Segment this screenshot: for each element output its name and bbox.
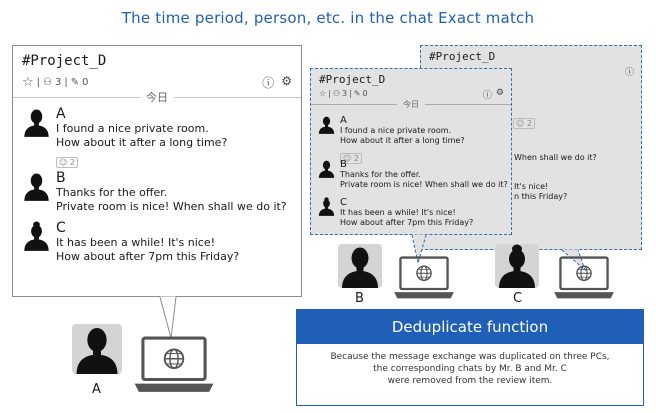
date-divider: 今日 bbox=[13, 89, 301, 106]
dedupe-title: Deduplicate function bbox=[297, 310, 643, 344]
person-b-tile bbox=[338, 244, 382, 288]
reaction-badge: ☺ 2 bbox=[513, 118, 535, 129]
chat-tools: ⓘ bbox=[625, 65, 634, 78]
message-c: C It has been a while! It's nice! How ab… bbox=[318, 197, 473, 228]
chat-c-fragment-2: It's nice! bbox=[514, 182, 549, 191]
members-icon: ⚇ bbox=[332, 89, 341, 98]
dedupe-body: Because the message exchange was duplica… bbox=[330, 352, 610, 386]
dedupe-card: Deduplicate function Because the message… bbox=[296, 309, 644, 406]
chat-title: #Project_D bbox=[22, 53, 107, 69]
info-icon[interactable]: ⓘ bbox=[262, 76, 275, 90]
chat-c-fragment-3: n this Friday? bbox=[514, 192, 568, 201]
chat-panel-a: #Project_D ☆| ⚇3| ✎0 ⓘ ⚙ 今日 A I found a … bbox=[12, 45, 302, 297]
pin-icon: ✎ bbox=[353, 89, 361, 98]
chat-meta: ☆| ⚇3| ✎0 bbox=[319, 89, 368, 98]
star-icon[interactable]: ☆ bbox=[319, 89, 327, 98]
person-icon bbox=[338, 244, 382, 288]
message-b: B Thanks for the offer. Private room is … bbox=[23, 171, 287, 214]
smile-icon: ☺ bbox=[59, 158, 68, 167]
reaction-badge: ☺ 2 bbox=[56, 157, 78, 168]
person-c-tile bbox=[495, 244, 539, 288]
chat-tools: ⓘ ⚙ bbox=[483, 88, 504, 101]
chat-panel-b: #Project_D ☆| ⚇3| ✎0 ⓘ ⚙ 今日 A I found a … bbox=[310, 68, 512, 235]
reaction-badge: ☺ 2 bbox=[340, 153, 362, 164]
pin-icon: ✎ bbox=[70, 77, 80, 88]
info-icon[interactable]: ⓘ bbox=[624, 68, 634, 78]
members-icon: ⚇ bbox=[43, 77, 52, 88]
smile-icon: ☺ bbox=[516, 119, 525, 128]
person-a-label: A bbox=[92, 382, 101, 397]
message-b: B Thanks for the offer. Private room is … bbox=[318, 159, 508, 190]
laptop-icon bbox=[552, 256, 616, 300]
chat-title: #Project_D bbox=[429, 50, 496, 63]
person-c-label: C bbox=[513, 291, 523, 306]
headline: The time period, person, etc. in the cha… bbox=[121, 9, 535, 27]
date-divider: 今日 bbox=[311, 98, 511, 110]
info-icon[interactable]: ⓘ bbox=[482, 91, 492, 101]
chat-title: #Project_D bbox=[319, 73, 386, 86]
message-a: A I found a nice private room. How about… bbox=[318, 115, 465, 165]
person-icon bbox=[72, 324, 122, 374]
laptop-icon bbox=[132, 336, 216, 394]
person-a-tile bbox=[72, 324, 122, 374]
chat-tools: ⓘ ⚙ bbox=[262, 74, 292, 91]
gear-icon[interactable]: ⚙ bbox=[281, 74, 292, 88]
person-b-label: B bbox=[355, 291, 364, 306]
chat-c-fragment-1: When shall we do it? bbox=[514, 153, 597, 162]
star-icon[interactable]: ☆ bbox=[22, 75, 34, 90]
laptop-icon bbox=[392, 256, 456, 300]
chat-meta: ☆| ⚇3| ✎0 bbox=[22, 75, 89, 90]
gear-icon[interactable]: ⚙ bbox=[495, 88, 504, 98]
person-icon bbox=[495, 244, 539, 288]
message-c: C It has been a while! It's nice! How ab… bbox=[23, 221, 239, 264]
smile-icon: ☺ bbox=[343, 154, 352, 163]
message-a: A I found a nice private room. How about… bbox=[23, 107, 227, 169]
